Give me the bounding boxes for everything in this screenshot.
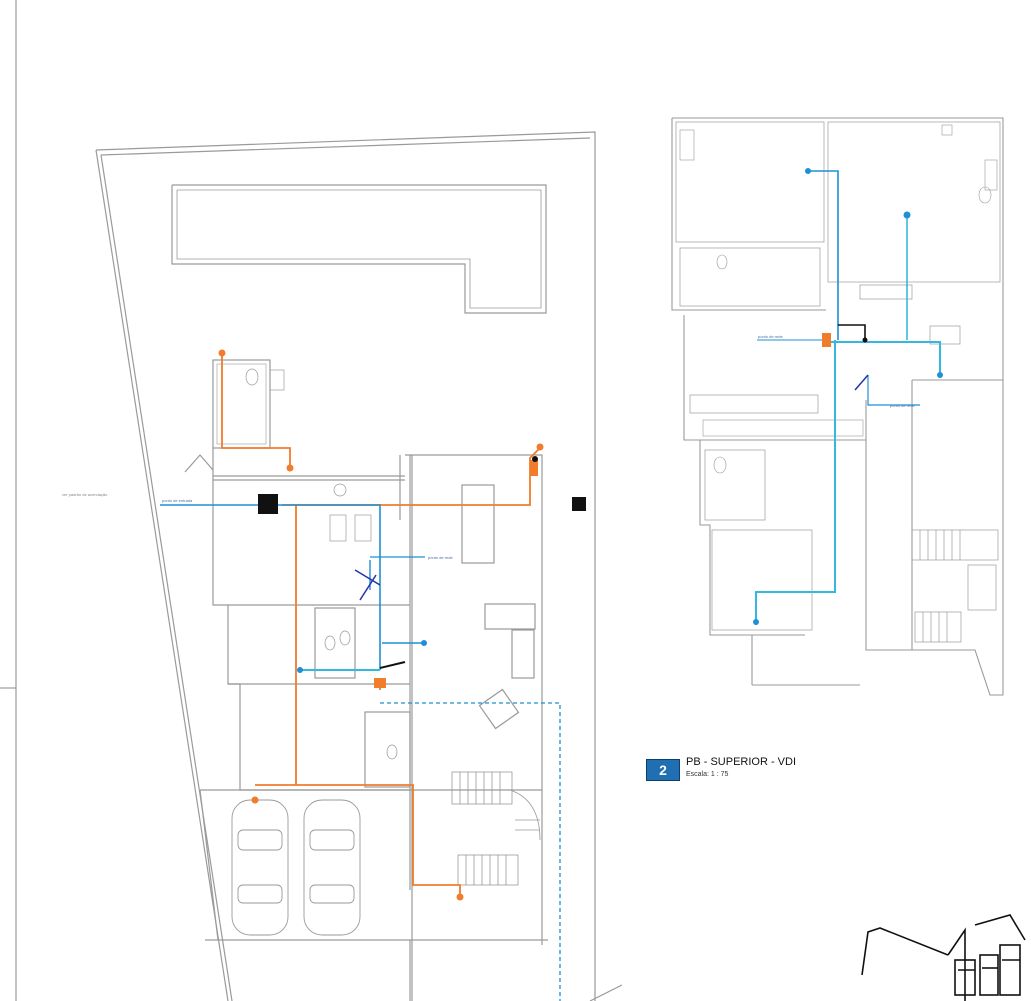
distribution-boxes xyxy=(258,456,586,514)
blue-devices xyxy=(297,569,427,673)
blue-note-upper: ponto de rede xyxy=(758,334,783,339)
upper-floor-plan xyxy=(671,117,1004,696)
entry-note-2: ponto de entrada xyxy=(162,498,193,503)
orange-conduits xyxy=(221,355,541,895)
blue-note-center: ponto de rede xyxy=(428,555,453,560)
blue-note-upper-2: ponto de rede xyxy=(890,403,915,408)
entry-note: ver padrão de acendação xyxy=(62,492,108,497)
orange-devices xyxy=(218,349,544,901)
view-scale: Escala: 1 : 75 xyxy=(686,771,729,778)
isometric-detail xyxy=(861,914,1026,1001)
view-title: PB - SUPERIOR - VDI xyxy=(686,756,797,768)
sheet-border xyxy=(0,0,17,1001)
ground-floor-plan xyxy=(95,131,623,1001)
upper-devices xyxy=(753,168,943,625)
view-number-badge: 2 xyxy=(646,759,680,781)
